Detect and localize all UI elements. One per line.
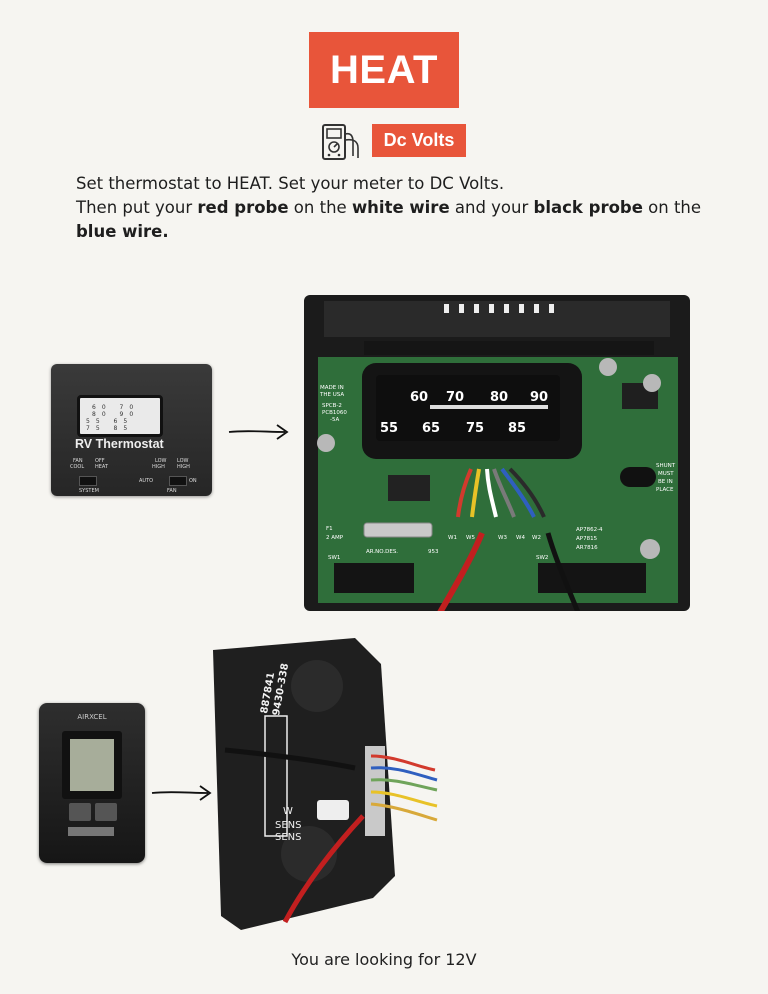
fan-switch — [169, 476, 187, 486]
instructions: Set thermostat to HEAT. Set your meter t… — [76, 172, 706, 244]
airxcel-bar — [68, 827, 114, 836]
svg-text:2 AMP: 2 AMP — [326, 535, 344, 541]
svg-text:PLACE: PLACE — [656, 487, 674, 493]
svg-text:W2: W2 — [532, 535, 541, 541]
svg-text:W: W — [283, 806, 293, 817]
red-probe-text: red probe — [197, 198, 289, 217]
svg-text:85: 85 — [508, 421, 526, 436]
instruction-line-2: Then put your red probe on the white wir… — [76, 198, 702, 217]
black-probe-text: black probe — [533, 198, 643, 217]
instruction-line-3: blue wire. — [76, 220, 706, 244]
instruction-line-1: Set thermostat to HEAT. Set your meter t… — [76, 174, 505, 193]
up-arrow-icon — [95, 803, 117, 821]
svg-text:SENS: SENS — [275, 820, 302, 831]
rv-thermostat-title: RV Thermostat — [75, 437, 164, 451]
svg-text:-5A: -5A — [330, 417, 339, 423]
airxcel-thermostat-image: AIRXCEL — [39, 703, 145, 863]
white-wire-text: white wire — [351, 198, 450, 217]
svg-text:SW1: SW1 — [328, 555, 340, 561]
down-arrow-icon — [69, 803, 91, 821]
dc-volts-badge: Dc Volts — [372, 124, 466, 157]
svg-text:65: 65 — [422, 421, 440, 436]
svg-text:AP7862-4: AP7862-4 — [576, 527, 603, 533]
svg-text:953: 953 — [428, 549, 439, 555]
controller-back-photo: 887841 9430-338 W SENS SENS — [213, 638, 438, 930]
svg-text:W1: W1 — [448, 535, 457, 541]
arrow-right-icon — [228, 424, 289, 440]
svg-text:75: 75 — [466, 421, 484, 436]
arrow-right-icon — [151, 785, 212, 801]
heat-mode-banner: HEAT — [309, 32, 459, 108]
svg-text:90: 90 — [530, 390, 548, 405]
svg-text:W5: W5 — [466, 535, 475, 541]
svg-text:70: 70 — [446, 390, 464, 405]
svg-text:SW2: SW2 — [536, 555, 548, 561]
airxcel-lcd — [62, 731, 122, 799]
rv-thermostat-scale: 60 70 80 90 55 65 75 85 — [77, 395, 163, 437]
svg-text:BE IN: BE IN — [658, 479, 673, 485]
result-caption: You are looking for 12V — [291, 950, 477, 969]
svg-text:55: 55 — [380, 421, 398, 436]
svg-text:80: 80 — [490, 390, 508, 405]
svg-text:MUST: MUST — [658, 471, 674, 477]
svg-text:SENS: SENS — [275, 832, 302, 843]
svg-text:THE USA: THE USA — [319, 392, 344, 398]
svg-text:PCB1060: PCB1060 — [322, 410, 347, 416]
svg-text:SHUNT: SHUNT — [656, 463, 676, 469]
svg-text:SPCB-2: SPCB-2 — [322, 403, 342, 409]
svg-text:AR7816: AR7816 — [576, 545, 598, 551]
svg-text:AP7815: AP7815 — [576, 536, 598, 542]
svg-text:W3: W3 — [498, 535, 507, 541]
svg-text:MADE IN: MADE IN — [320, 385, 344, 391]
system-switch — [79, 476, 97, 486]
rv-thermostat-image: 60 70 80 90 55 65 75 85 RV Thermostat FA… — [51, 364, 212, 496]
svg-text:AR.NO.DES.: AR.NO.DES. — [366, 549, 398, 555]
svg-text:F1: F1 — [326, 526, 333, 532]
svg-text:W4: W4 — [516, 535, 525, 541]
thermostat-board-photo: 60 70 80 90 55 65 75 85 MADE IN THE USA … — [304, 295, 690, 611]
multimeter-icon — [322, 124, 359, 160]
blue-wire-text: blue wire. — [76, 222, 169, 241]
svg-text:60: 60 — [410, 390, 428, 405]
airxcel-brand: AIRXCEL — [77, 713, 107, 721]
